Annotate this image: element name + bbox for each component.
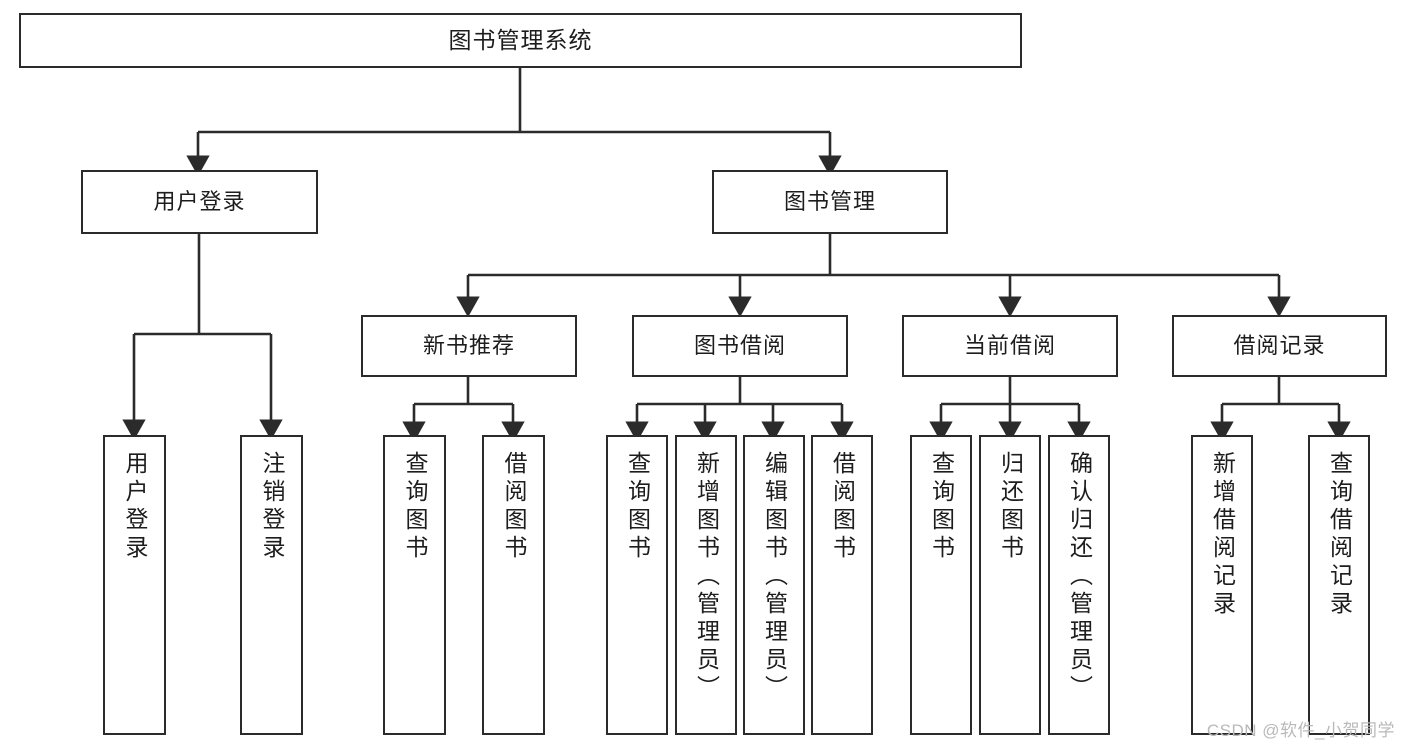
node-leaf-query-book-1[interactable]: 查询图书	[383, 435, 446, 735]
node-label: 查询借阅记录	[1326, 451, 1353, 619]
node-label: 图书管理系统	[448, 26, 593, 53]
node-label: 新增图书（管理员）	[693, 451, 720, 703]
node-label: 新增借阅记录	[1209, 451, 1236, 619]
node-leaf-add-book[interactable]: 新增图书（管理员）	[675, 435, 737, 735]
node-label: 查询图书	[402, 451, 428, 563]
node-label: 图书管理	[783, 189, 876, 215]
node-borrow-record[interactable]: 借阅记录	[1172, 315, 1387, 377]
node-leaf-return-book[interactable]: 归还图书	[979, 435, 1041, 735]
node-leaf-edit-book[interactable]: 编辑图书（管理员）	[743, 435, 805, 735]
node-label: 确认归还（管理员）	[1066, 451, 1093, 703]
node-label: 查询图书	[624, 451, 651, 563]
node-leaf-borrow-book-2[interactable]: 借阅图书	[811, 435, 873, 735]
node-book-manage[interactable]: 图书管理	[712, 170, 948, 234]
node-leaf-query-book-2[interactable]: 查询图书	[606, 435, 668, 735]
node-leaf-query-book-3[interactable]: 查询图书	[910, 435, 972, 735]
node-label: 图书借阅	[693, 333, 786, 359]
watermark-text: CSDN @软件_小贺同学	[1206, 721, 1395, 740]
node-label: 编辑图书（管理员）	[761, 451, 788, 703]
node-current-borrow[interactable]: 当前借阅	[902, 315, 1118, 377]
node-label: 查询图书	[928, 451, 955, 563]
node-label: 注销登录	[259, 451, 285, 563]
node-leaf-borrow-book-1[interactable]: 借阅图书	[482, 435, 545, 735]
node-book-borrow[interactable]: 图书借阅	[632, 315, 848, 377]
node-label: 归还图书	[997, 451, 1024, 563]
node-label: 当前借阅	[963, 333, 1056, 359]
node-new-book-rec[interactable]: 新书推荐	[361, 315, 577, 377]
node-leaf-query-record[interactable]: 查询借阅记录	[1308, 435, 1370, 735]
node-leaf-confirm-return[interactable]: 确认归还（管理员）	[1048, 435, 1110, 735]
node-label: 借阅图书	[829, 451, 856, 563]
node-label: 借阅图书	[501, 451, 527, 563]
node-label: 新书推荐	[422, 333, 515, 359]
node-label: 用户登录	[153, 189, 246, 215]
node-label: 用户登录	[122, 451, 148, 563]
node-user-login[interactable]: 用户登录	[81, 170, 318, 234]
node-leaf-logout[interactable]: 注销登录	[240, 435, 303, 735]
node-leaf-add-record[interactable]: 新增借阅记录	[1191, 435, 1253, 735]
node-root-system[interactable]: 图书管理系统	[19, 13, 1022, 68]
node-leaf-user-login[interactable]: 用户登录	[103, 435, 166, 735]
node-label: 借阅记录	[1233, 333, 1326, 359]
